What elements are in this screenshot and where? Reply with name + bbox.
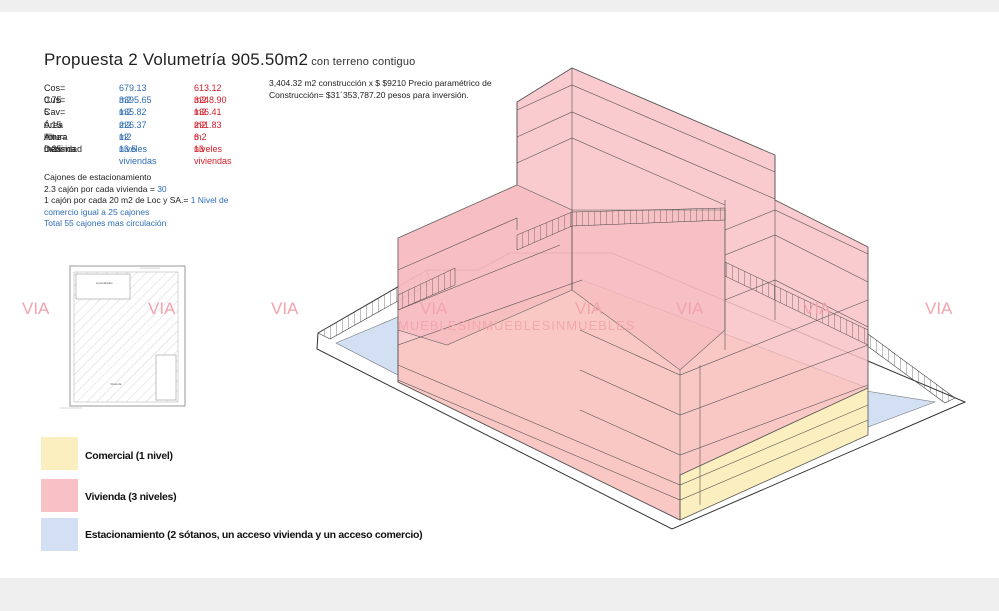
building-volumetry-drawing — [316, 67, 967, 530]
watermark-logo: VIA — [925, 299, 953, 318]
watermark-logo: VIA — [676, 299, 704, 318]
floor-plan-thumbnail: Amenidades Vivienda — [60, 265, 186, 409]
watermark-logo: VIA — [575, 299, 603, 318]
legend-swatch-comercial — [41, 437, 78, 470]
watermark-logo: VIA — [803, 299, 831, 318]
legend-swatch-vivienda — [41, 479, 78, 512]
legend-swatch-estacionamiento — [41, 518, 78, 551]
title-subtitle: con terreno contiguo — [311, 56, 416, 68]
watermark-logo: VIA — [148, 299, 176, 318]
svg-text:Vivienda: Vivienda — [110, 382, 122, 386]
construction-cost-note: 3,404.32 m2 construcción x $ $9210 Preci… — [269, 78, 492, 100]
watermark-logo: VIA — [271, 299, 299, 318]
watermark-logo: VIA — [420, 299, 448, 318]
parking-notes: Cajones de estacionamiento 2.3 cajón por… — [44, 172, 229, 229]
svg-text:Amenidades: Amenidades — [96, 281, 113, 285]
legend-label-vivienda: Vivienda (3 niveles) — [85, 491, 177, 503]
watermark-logo: VIA — [22, 299, 50, 318]
legend-label-comercial: Comercial (1 nivel) — [85, 450, 173, 462]
legend-label-estacionamiento: Estacionamiento (2 sótanos, un acceso vi… — [85, 529, 423, 541]
title-main: Propuesta 2 Volumetría 905.50m2 — [44, 50, 309, 69]
watermark-text: MUEBLESINMUEBLESINMUEBLES — [398, 318, 636, 333]
